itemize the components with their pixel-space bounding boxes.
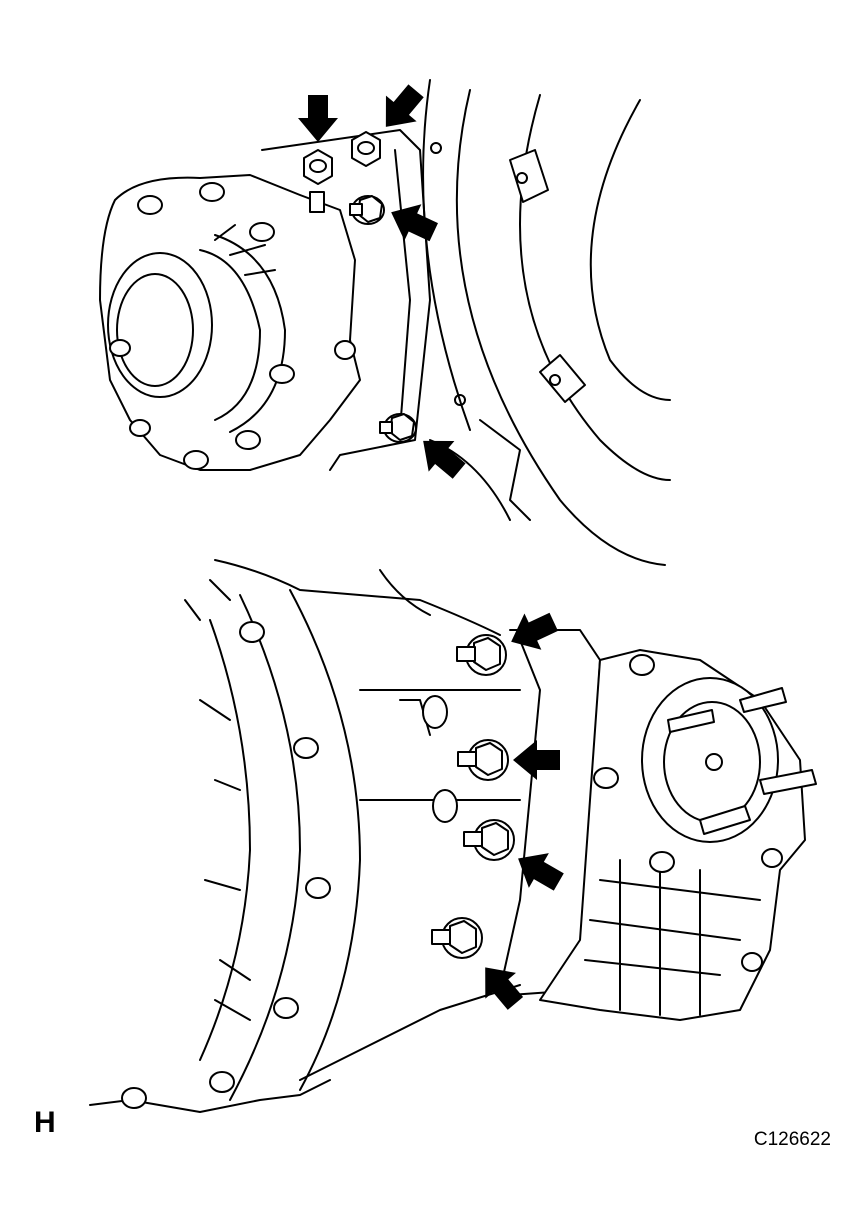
arrow-icon <box>511 612 558 650</box>
arrow-icon <box>513 740 560 780</box>
mounting-bolt <box>432 918 482 958</box>
mounting-bolt <box>458 740 508 780</box>
mounting-bolt <box>464 820 514 860</box>
case-bolt <box>110 183 355 469</box>
housing-tab <box>510 150 548 202</box>
mounting-bolt <box>457 635 506 675</box>
mounting-bolt <box>350 196 384 224</box>
arrow-icon <box>298 95 338 142</box>
arrow-icon <box>391 204 438 242</box>
housing-bolt <box>122 622 330 1108</box>
bottom-view <box>90 560 816 1112</box>
figure-code: C126622 <box>753 1129 831 1150</box>
mounting-bolt <box>380 414 416 442</box>
top-view <box>100 78 670 565</box>
arrow-icon <box>423 440 466 479</box>
arrow-icon <box>485 967 524 1010</box>
mounting-bolt <box>304 150 332 184</box>
wheel-stud <box>668 688 816 834</box>
housing-tab <box>540 355 585 402</box>
mounting-bolt <box>352 132 380 166</box>
arrow-icon <box>385 84 424 127</box>
view-letter: H <box>34 1106 56 1139</box>
arrow-icon <box>518 853 564 891</box>
case-bolt <box>594 655 782 971</box>
